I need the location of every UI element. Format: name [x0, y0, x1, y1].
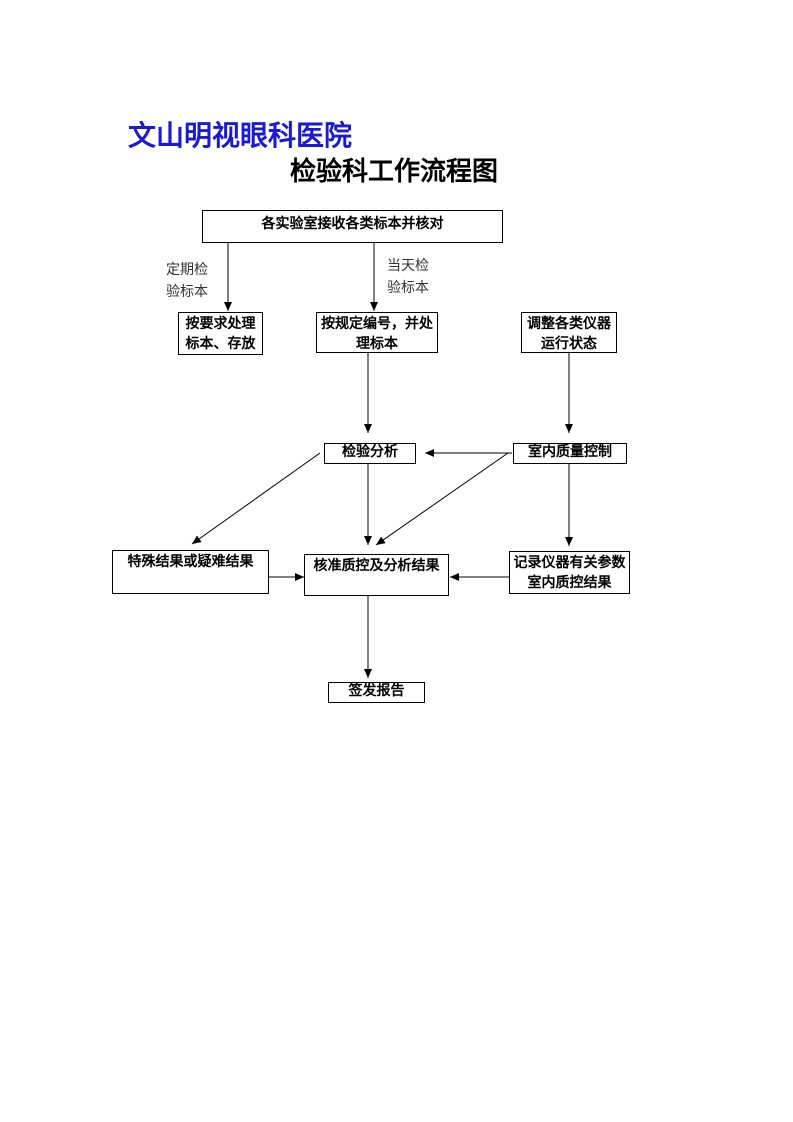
node-qc: 室内质量控制 [513, 443, 627, 464]
node-analysis: 检验分析 [324, 443, 416, 464]
node-receive: 各实验室接收各类标本并核对 [202, 210, 503, 243]
edge-label-same-day: 当天检 验标本 [387, 258, 429, 296]
node-store: 按要求处理标本、存放 [178, 312, 263, 355]
flowchart-title: 检验科工作流程图 [290, 157, 499, 187]
node-special: 特殊结果或疑难结果 [112, 550, 269, 594]
node-verify: 核准质控及分析结果 [304, 554, 449, 596]
arrow-analysis-to-special [191, 452, 321, 545]
edge-label-scheduled: 定期检 验标本 [166, 262, 208, 300]
node-report: 签发报告 [328, 682, 425, 703]
node-number: 按规定编号，并处理标本 [316, 312, 438, 353]
node-record: 记录仪器有关参数室内质控结果 [509, 551, 630, 594]
hospital-name: 文山明视眼科医院 [128, 119, 353, 152]
arrow-qc-to-verify [375, 452, 509, 546]
node-adjust: 调整各类仪器运行状态 [521, 312, 617, 353]
